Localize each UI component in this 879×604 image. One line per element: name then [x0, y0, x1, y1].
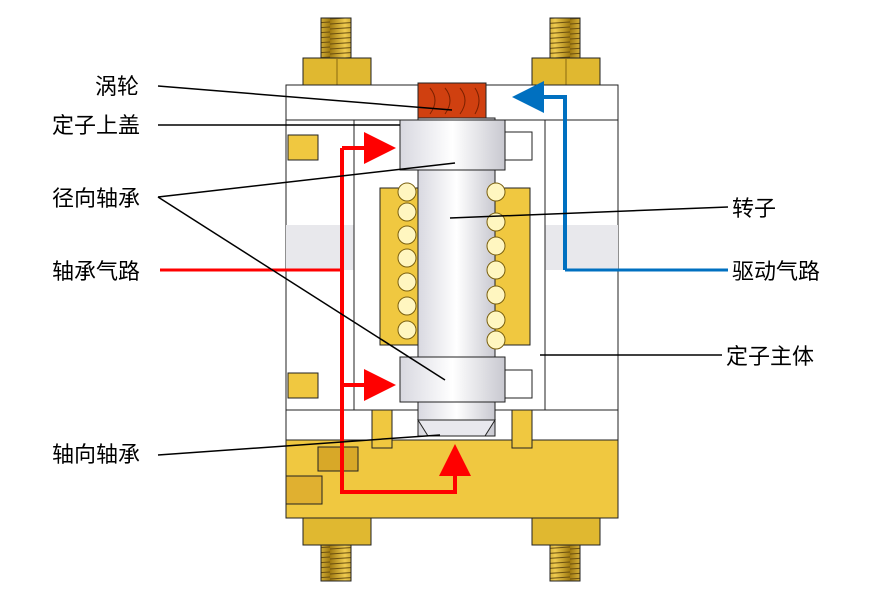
- label-radial-bearing: 径向轴承: [52, 187, 140, 212]
- label-stator-cover: 定子上盖: [52, 114, 140, 139]
- label-drive-air-path: 驱动气路: [732, 260, 820, 285]
- bearing-orifices: [397, 182, 506, 350]
- label-axial-bearing: 轴向轴承: [52, 443, 140, 468]
- top-right-bolt: [531, 17, 601, 86]
- lower-radial-bearing: [399, 356, 533, 403]
- label-stator-body: 定子主体: [726, 345, 814, 370]
- label-turbine: 涡轮: [95, 75, 139, 100]
- label-rotor: 转子: [732, 197, 776, 222]
- turbine: [417, 82, 487, 119]
- bottom-left-bolt: [302, 517, 372, 582]
- drive-air-path: [512, 81, 728, 272]
- upper-radial-bearing: [399, 119, 533, 171]
- label-bearing-air-path: 轴承气路: [52, 260, 140, 285]
- top-left-bolt: [302, 17, 372, 86]
- bearing-air-path: [160, 132, 471, 494]
- bottom-right-bolt: [531, 517, 601, 582]
- leader-lines: [157, 85, 729, 456]
